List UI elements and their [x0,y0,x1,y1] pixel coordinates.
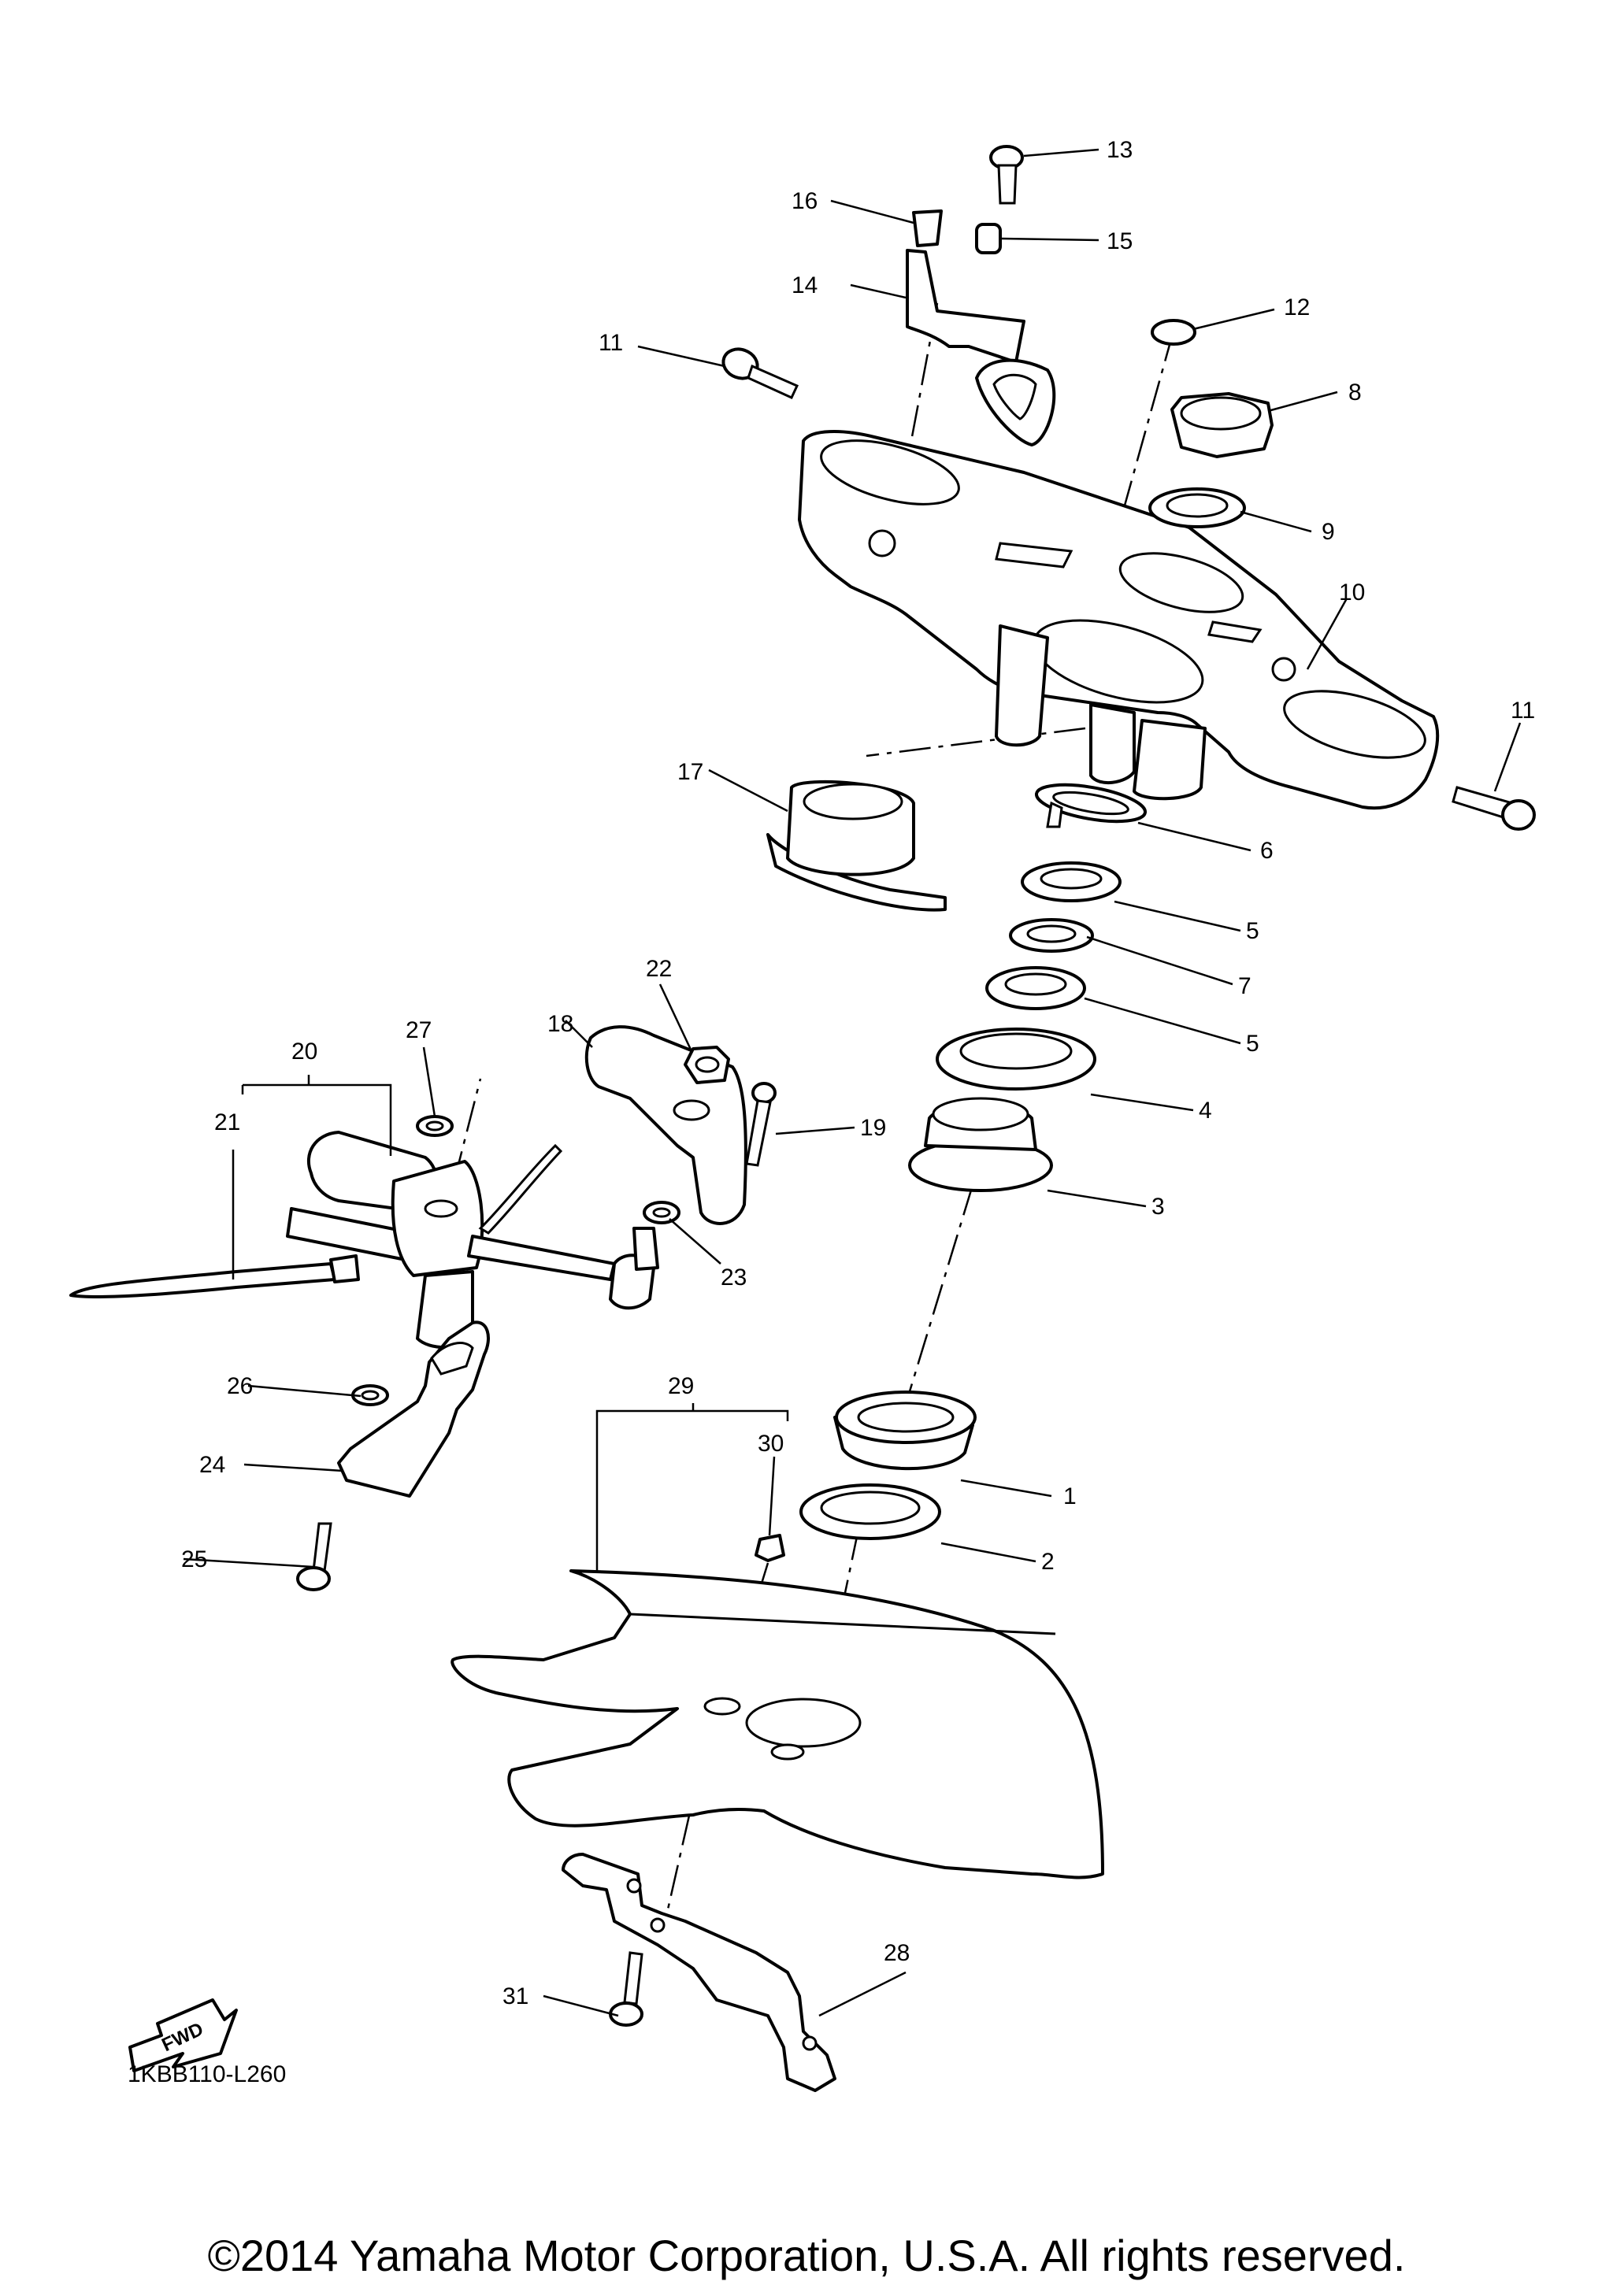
callout-31: 31 [502,1983,528,2009]
callout-5a: 5 [1246,918,1259,944]
copyright-notice: ©2014 Yamaha Motor Corporation, U.S.A. A… [207,2231,1406,2280]
callout-14: 14 [792,272,818,298]
callout-1: 1 [1063,1483,1077,1509]
callout-17: 17 [677,759,703,785]
ring-nut-5a [1021,861,1122,902]
callout-15: 15 [1107,228,1133,254]
callout-28: 28 [884,1940,910,1966]
callout-11b: 11 [1511,698,1535,724]
callout-5b: 5 [1246,1031,1259,1057]
washer-9 [1148,487,1246,528]
callout-19: 19 [860,1115,886,1141]
ring-nut-5b [985,966,1086,1010]
fwd-arrow-icon: FWD [128,1998,238,2072]
callout-labels: 1 2 3 4 5 5 6 7 8 9 10 11 11 12 13 14 15… [181,137,1535,2009]
callout-13: 13 [1107,137,1133,163]
cover-29 [451,1569,1104,1879]
bearing-3 [908,1097,1053,1192]
callout-9: 9 [1322,519,1335,545]
callout-2: 2 [1041,1549,1055,1575]
callout-20: 20 [291,1039,317,1065]
bolt-25 [296,1522,332,1591]
bolt-11a [721,347,799,399]
callout-11a: 11 [599,330,623,356]
callout-27: 27 [406,1017,432,1043]
callout-7: 7 [1238,973,1251,999]
cable-tie-21 [69,1254,360,1298]
callout-21: 21 [214,1109,240,1135]
callout-29: 29 [668,1373,694,1399]
seal-2 [799,1483,941,1540]
callout-3: 3 [1151,1194,1165,1220]
callout-leaders [183,148,1522,2017]
bolt-11b [1452,786,1536,831]
bolt-31 [609,1951,643,2027]
washer-23 [643,1201,680,1224]
callout-4: 4 [1199,1098,1212,1124]
center-line [903,1184,974,1410]
callout-16: 16 [792,188,818,214]
upper-bracket-10 [798,430,1440,810]
diagram-code: 1KBB110-L260 [128,2061,287,2087]
callout-24: 24 [199,1452,225,1478]
callout-12: 12 [1284,294,1310,320]
clip-16 [912,209,943,247]
callout-22: 22 [646,956,672,982]
nut-30 [755,1534,785,1562]
washer-27 [416,1115,454,1137]
callout-23: 23 [721,1265,747,1291]
callout-8: 8 [1348,380,1362,406]
lock-washer-6 [1034,783,1148,828]
cover-17 [766,780,947,912]
callout-10: 10 [1339,580,1365,605]
callout-18: 18 [547,1011,573,1037]
stay-28 [562,1853,836,2092]
cap-12 [1151,319,1196,346]
bracket-14 [906,249,1056,446]
cover-4 [936,1028,1096,1091]
center-line [866,727,1086,757]
nut-8 [1170,392,1274,458]
callout-30: 30 [758,1431,784,1457]
nut-22 [684,1046,730,1084]
bolt-19 [745,1082,777,1167]
callout-25: 25 [181,1546,207,1572]
steering-damper-20 [286,1131,659,1350]
callout-26: 26 [227,1373,253,1399]
bolt-13 [989,145,1024,205]
bracket-24 [337,1320,490,1498]
callout-6: 6 [1260,838,1274,864]
rubber-washer-7 [1009,918,1094,953]
bearing-1 [833,1391,977,1471]
collar-15 [975,223,1002,254]
